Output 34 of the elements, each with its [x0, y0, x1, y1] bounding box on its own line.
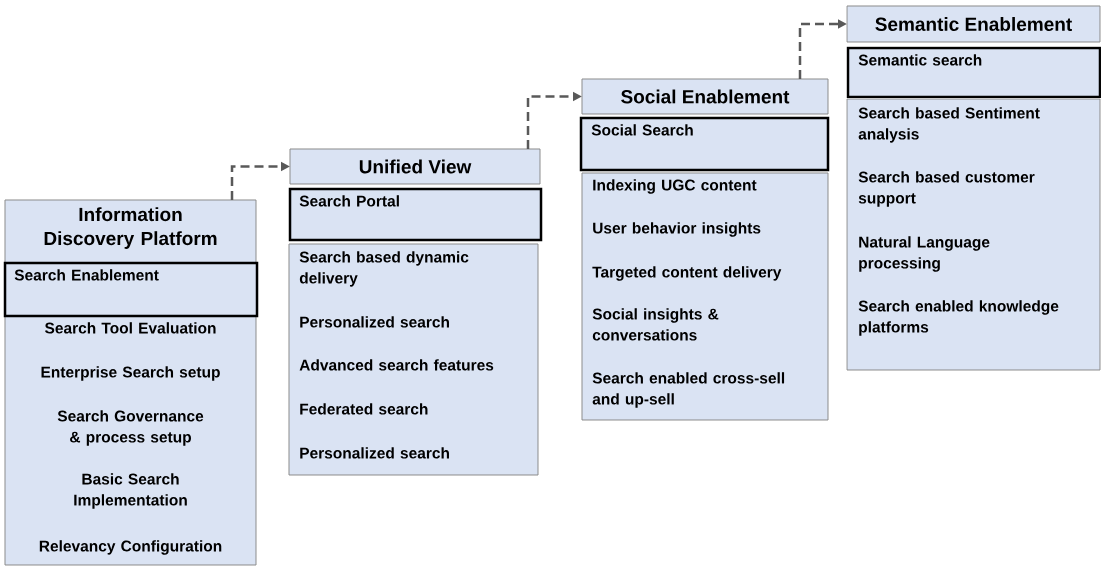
highlight-box	[288, 187, 543, 242]
list-item: User behavior insights	[593, 222, 761, 237]
list-item: Search based dynamic delivery	[299, 251, 469, 287]
box-label: Search Portal	[299, 195, 399, 207]
list-item: Search enabled cross-sell and up-sell	[592, 372, 785, 408]
heading: Unified View	[359, 159, 472, 174]
list-item: Federated search	[300, 403, 428, 415]
heading: Information Discovery Platform	[44, 207, 217, 249]
list-item: Search Tool Evaluation	[44, 322, 216, 334]
list-item: Relevancy Configuration	[39, 540, 222, 555]
header-box	[581, 78, 829, 115]
box-label: Semantic search	[858, 54, 982, 66]
header-box	[289, 148, 541, 185]
highlight-box	[846, 46, 1101, 99]
list-item: Search Governance & process setup	[57, 410, 204, 446]
header-box	[846, 5, 1101, 43]
list-item: Advanced search features	[299, 359, 494, 371]
list-item: Search enabled knowledge platforms	[858, 300, 1059, 336]
box-label: Search Enablement	[14, 269, 159, 281]
list-item: Natural Language processing	[859, 236, 990, 272]
box-label: Social Search	[591, 124, 693, 136]
list-item: Basic Search Implementation	[74, 473, 187, 509]
heading: Social Enablement	[621, 89, 790, 104]
highlight-box	[3, 261, 259, 318]
list-item: Search based Sentiment analysis	[858, 107, 1040, 143]
highlight-box	[579, 116, 830, 172]
list-item: Personalized search	[300, 316, 449, 328]
list-item: Search based customer support	[858, 171, 1035, 207]
list-item: Personalized search	[300, 447, 449, 459]
list-item: Enterprise Search setup	[41, 366, 220, 381]
list-item: Indexing UGC content	[593, 179, 757, 194]
list-item: Targeted content delivery	[592, 266, 782, 281]
list-item: Social insights & conversations	[592, 308, 719, 341]
heading: Semantic Enablement	[875, 17, 1072, 31]
